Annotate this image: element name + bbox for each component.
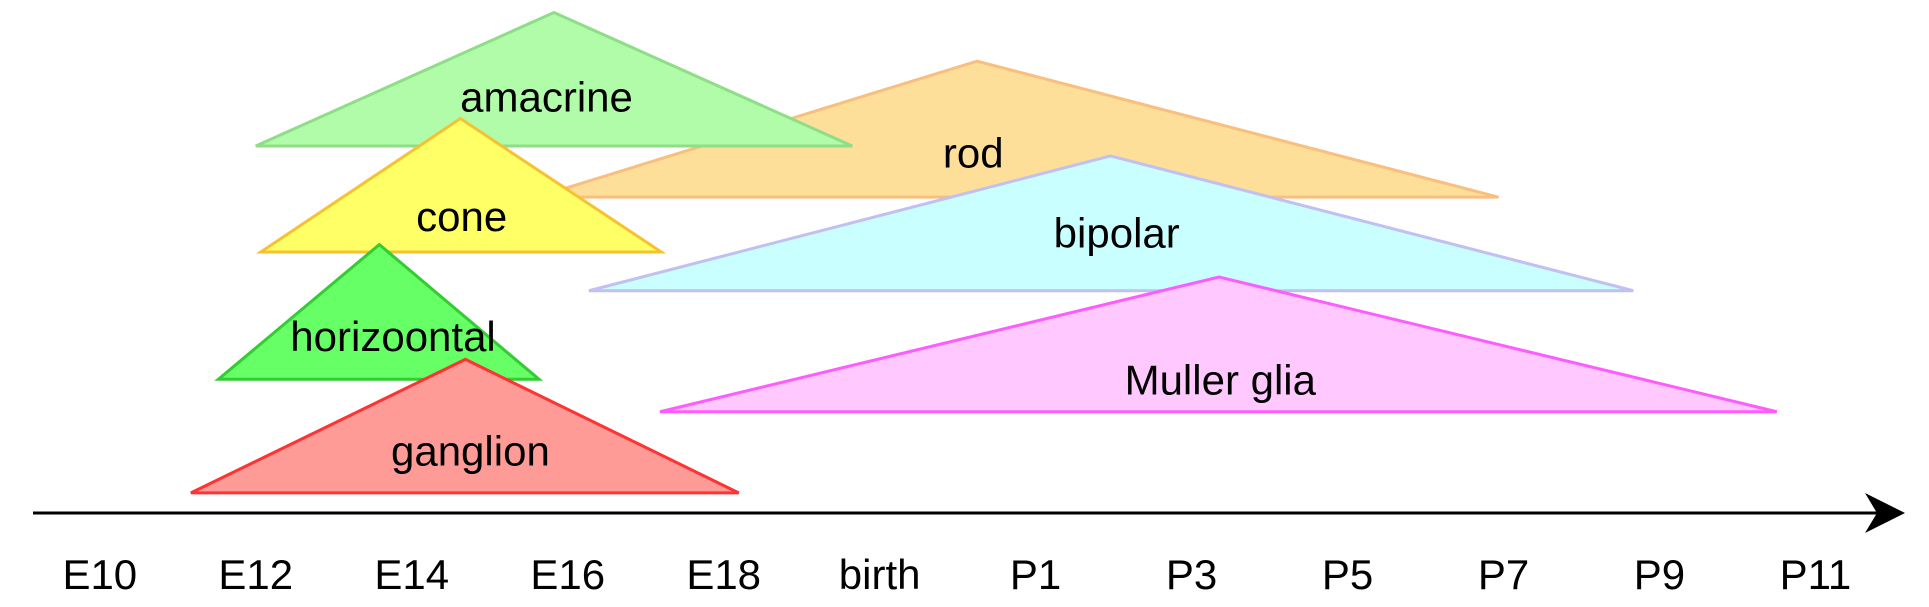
tick-label: E14 (374, 551, 449, 598)
cell-type-triangles (190, 10, 1778, 495)
triangle-horizontal (214, 242, 544, 381)
triangle-amacrine (255, 10, 853, 148)
tick-label: P9 (1634, 551, 1685, 598)
tick-label: P7 (1478, 551, 1529, 598)
label-muller: Muller glia (1125, 357, 1317, 404)
label-cone: cone (416, 193, 507, 240)
axis-arrow-head (1865, 493, 1905, 533)
triangle-muller (659, 275, 1778, 414)
label-amacrine: amacrine (460, 73, 633, 120)
tick-label: P1 (1010, 551, 1061, 598)
axis-tick-labels: E10 E12 E14 E16 E18 birth P1 P3 P5 P7 P9 P11 (62, 551, 1851, 598)
tick-label: E10 (62, 551, 137, 598)
tick-label: E16 (530, 551, 605, 598)
label-ganglion: ganglion (391, 428, 550, 475)
tick-label: P3 (1166, 551, 1217, 598)
label-rod: rod (943, 129, 1004, 176)
triangle-bipolar (588, 154, 1634, 293)
tick-label: birth (839, 551, 921, 598)
triangle-cone (255, 116, 667, 254)
label-bipolar: bipolar (1054, 209, 1180, 256)
tick-label: P5 (1322, 551, 1373, 598)
triangle-ganglion (190, 357, 740, 495)
tick-label: P11 (1780, 551, 1852, 598)
tick-label: E12 (218, 551, 293, 598)
label-horizontal: horizoontal (290, 313, 495, 360)
tick-label: E18 (686, 551, 761, 598)
time-axis: E10 E12 E14 E16 E18 birth P1 P3 P5 P7 P9 P11 (33, 493, 1905, 598)
